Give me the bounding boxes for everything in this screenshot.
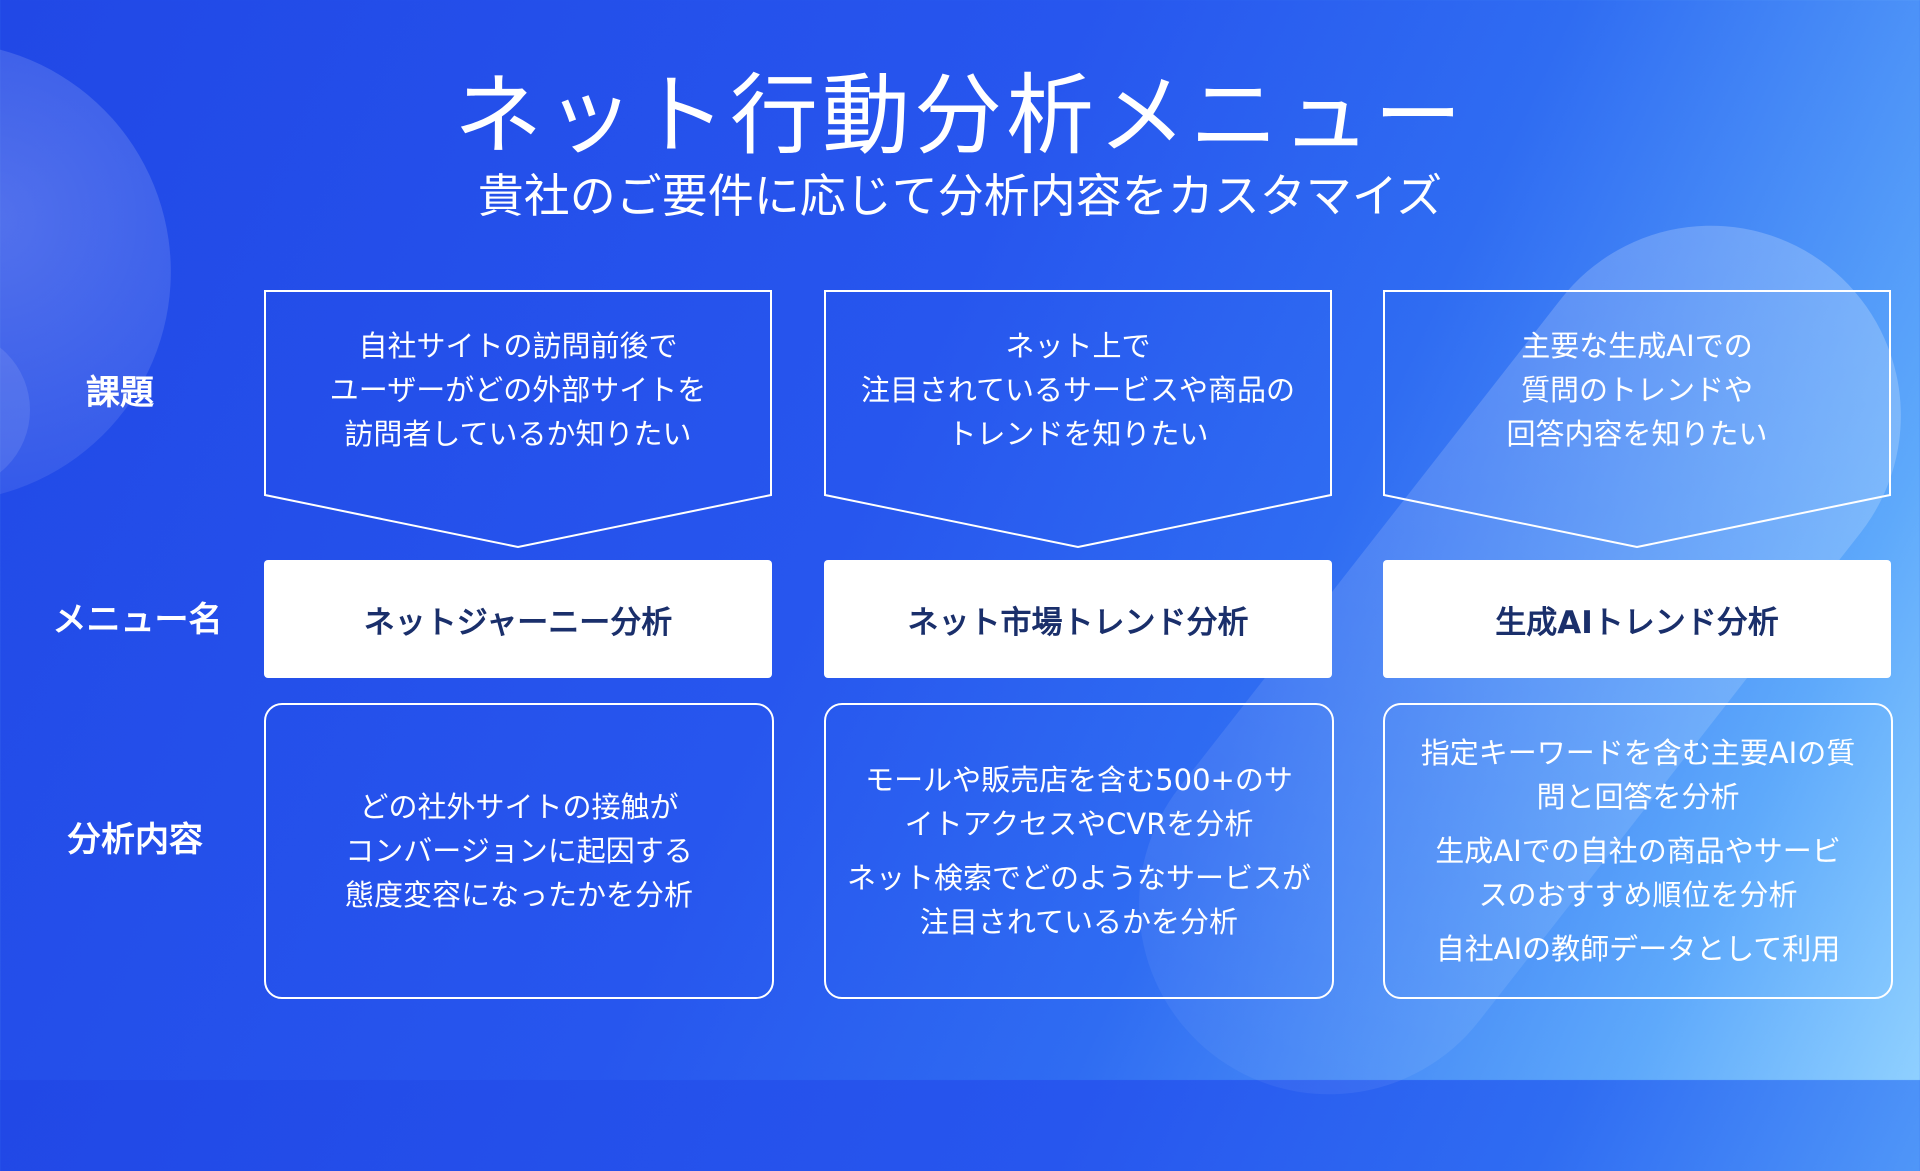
- issue-line: ユーザーがどの外部サイトを: [329, 373, 707, 407]
- analysis-content-box: 指定キーワードを含む主要AIの質問と回答を分析 生成AIでの自社の商品やサービス…: [1383, 703, 1893, 999]
- page-subtitle: 貴社のご要件に応じて分析内容をカスタマイズ: [477, 169, 1443, 223]
- issue-box: 自社サイトの訪問前後で ユーザーがどの外部サイトを 訪問者しているか知りたい: [264, 290, 772, 548]
- menu-name-card: ネット市場トレンド分析: [824, 560, 1332, 678]
- issue-line: 質問のトレンドや: [1520, 373, 1753, 407]
- issue-line: 注目されているサービスや商品の: [860, 373, 1296, 407]
- page-title: ネット行動分析メニュー: [453, 64, 1466, 167]
- content-item: モールや販売店を含む500+のサイトアクセスやCVRを分析: [865, 763, 1293, 841]
- content-item: 指定キーワードを含む主要AIの質問と回答を分析: [1420, 736, 1856, 814]
- content-item: どの社外サイトの接触がコンバージョンに起因する態度変容になったかを分析: [344, 790, 693, 912]
- issue-box: 主要な生成AIでの 質問のトレンドや 回答内容を知りたい: [1383, 290, 1891, 548]
- issue-line: 訪問者しているか知りたい: [344, 417, 692, 451]
- issue-line: 主要な生成AIでの: [1521, 329, 1753, 363]
- issue-text: ネット上で 注目されているサービスや商品の トレンドを知りたい: [834, 324, 1322, 456]
- content-item: 自社AIの教師データとして利用: [1435, 932, 1841, 966]
- content-item: ネット検索でどのようなサービスが注目されているかを分析: [846, 861, 1311, 939]
- menu-name-card: 生成AIトレンド分析: [1383, 560, 1891, 678]
- row-label-issue: 課題: [86, 373, 154, 413]
- issue-line: ネット上で: [1005, 329, 1151, 363]
- decorative-shape: [0, 330, 30, 490]
- issue-line: トレンドを知りたい: [947, 417, 1209, 451]
- analysis-content-box: モールや販売店を含む500+のサイトアクセスやCVRを分析 ネット検索でどのよう…: [824, 703, 1334, 999]
- row-label-content: 分析内容: [67, 820, 203, 860]
- issue-line: 回答内容を知りたい: [1506, 417, 1768, 451]
- chevron-box-outline: [824, 290, 1332, 548]
- chevron-box-outline: [264, 290, 772, 548]
- menu-name-card: ネットジャーニー分析: [264, 560, 772, 678]
- row-label-menu: メニュー名: [52, 600, 223, 640]
- analysis-content-box: どの社外サイトの接触がコンバージョンに起因する態度変容になったかを分析: [264, 703, 774, 999]
- content-item: 生成AIでの自社の商品やサービスのおすすめ順位を分析: [1435, 834, 1841, 912]
- issue-text: 自社サイトの訪問前後で ユーザーがどの外部サイトを 訪問者しているか知りたい: [274, 324, 762, 456]
- chevron-box-outline: [1383, 290, 1891, 548]
- issue-box: ネット上で 注目されているサービスや商品の トレンドを知りたい: [824, 290, 1332, 548]
- issue-text: 主要な生成AIでの 質問のトレンドや 回答内容を知りたい: [1393, 324, 1881, 456]
- issue-line: 自社サイトの訪問前後で: [358, 329, 678, 363]
